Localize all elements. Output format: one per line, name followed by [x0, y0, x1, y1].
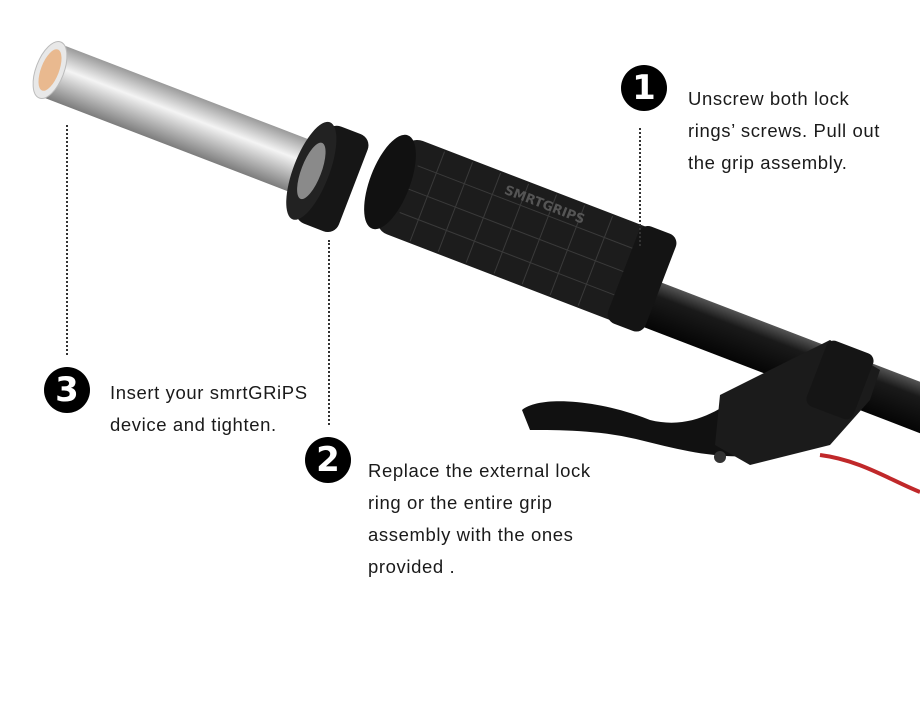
step-2-badge: 2 — [305, 437, 351, 483]
leader-line-1 — [639, 128, 641, 246]
leader-line-3 — [66, 125, 68, 355]
brake-cable — [819, 453, 920, 494]
brake-clamp — [806, 340, 874, 420]
step-2-text: Replace the external lock ring or the en… — [368, 460, 591, 577]
step-3-text: Insert your smrtGRiPS device and tighten… — [110, 382, 308, 435]
lock-ring — [286, 121, 369, 233]
step-1-badge: 1 — [621, 65, 667, 111]
grip: SMRTGRIPS — [364, 134, 677, 332]
leader-line-2 — [328, 240, 330, 425]
step-3-badge: 3 — [44, 367, 90, 413]
step-1-text: Unscrew both lock rings’ screws. Pull ou… — [688, 88, 881, 173]
smrtgrips-device — [32, 41, 308, 192]
